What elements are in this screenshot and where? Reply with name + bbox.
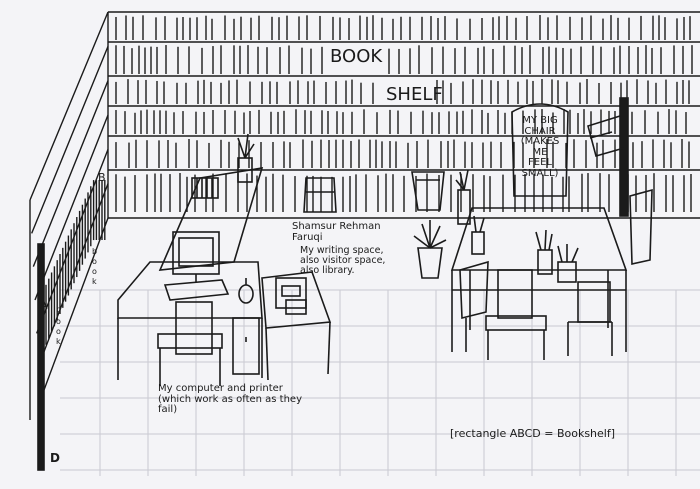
computer-monitor — [172, 231, 220, 282]
bookshelf-legend: [rectangle ABCD = Bookshelf] — [450, 427, 616, 440]
shelf-label-shelf: SHELF — [386, 84, 443, 105]
window-frame — [191, 177, 219, 199]
visitor-chair-back-right — [629, 188, 653, 265]
floor-grid — [60, 289, 700, 476]
shelf-label-book: BOOK — [330, 46, 383, 67]
back-bookshelf — [107, 11, 700, 219]
visitor-chair-right — [567, 281, 613, 356]
left-book-letter: k — [56, 337, 61, 346]
left-shelf-top-edge — [29, 11, 109, 201]
left-bookshelf — [29, 11, 109, 420]
back-plant — [237, 133, 255, 183]
mid-book-letter: o — [92, 267, 97, 276]
visitor-chair-left — [459, 260, 489, 352]
floor-plant — [413, 220, 447, 279]
left-book-letter: o — [56, 327, 61, 336]
desk-chair — [157, 301, 223, 386]
left-book-letter: b — [56, 305, 62, 314]
left-shelf-board — [34, 114, 109, 301]
printer-table — [261, 271, 332, 381]
pen-holder-1 — [535, 229, 553, 275]
pen-holder-3 — [471, 215, 485, 255]
mid-book-letter: b — [92, 247, 98, 256]
computer-mouse — [238, 278, 254, 304]
standing-lamp — [587, 97, 629, 217]
printer — [275, 277, 307, 315]
writing-table — [450, 207, 628, 352]
owner-name: Shamsur Rehman Faruqi — [292, 221, 381, 243]
left-shelf-bottom-edge — [43, 217, 109, 391]
big-chair-note-bubble — [511, 103, 569, 197]
computer-caption: My computer and printer (which work as o… — [158, 383, 303, 415]
left-shelf-board — [32, 80, 109, 267]
mid-book-letter: k — [92, 277, 97, 286]
left-shelf-board — [31, 46, 109, 234]
corner-label-b: B — [98, 171, 106, 184]
shelf-flower-vase — [455, 169, 471, 225]
pen-holder-2 — [557, 244, 579, 283]
visitor-chair-front — [485, 269, 547, 360]
big-chair-note: MY BIG CHAIR (MAKES ME FEEL SMALL) — [520, 115, 560, 179]
room-corner-post — [37, 243, 45, 471]
corner-label-d: D — [50, 451, 60, 465]
mid-book-letter: o — [92, 257, 97, 266]
small-chair-back — [303, 177, 337, 213]
shelf-vase — [411, 171, 445, 211]
corner-label-a: A — [40, 299, 48, 312]
left-book-letter: o — [56, 317, 61, 326]
writing-space-note: My writing space, also visitor space, al… — [300, 245, 386, 276]
computer-keyboard — [163, 279, 230, 301]
